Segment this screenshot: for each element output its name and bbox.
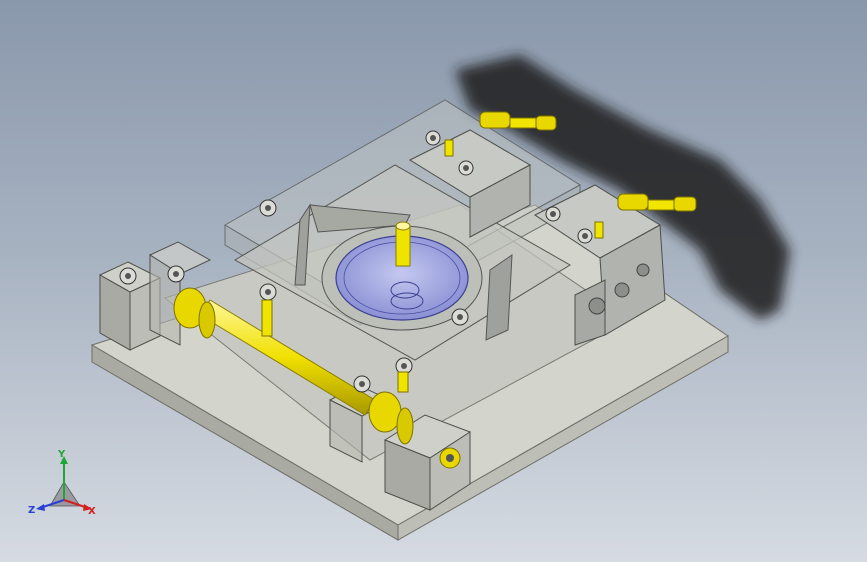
locator-pins[interactable] (261, 139, 604, 393)
air-fitting-top[interactable] (479, 111, 557, 131)
air-fitting-right[interactable] (617, 193, 697, 212)
triad-graphic (36, 456, 92, 511)
socket-head-screws[interactable] (119, 130, 593, 393)
axis-triad[interactable]: Y Z X (28, 450, 100, 522)
center-pin[interactable] (395, 221, 411, 267)
z-axis-label: Z (28, 505, 36, 516)
threaded-rod[interactable] (173, 287, 414, 445)
y-axis-label: Y (58, 449, 66, 460)
x-axis-label: X (88, 506, 96, 517)
